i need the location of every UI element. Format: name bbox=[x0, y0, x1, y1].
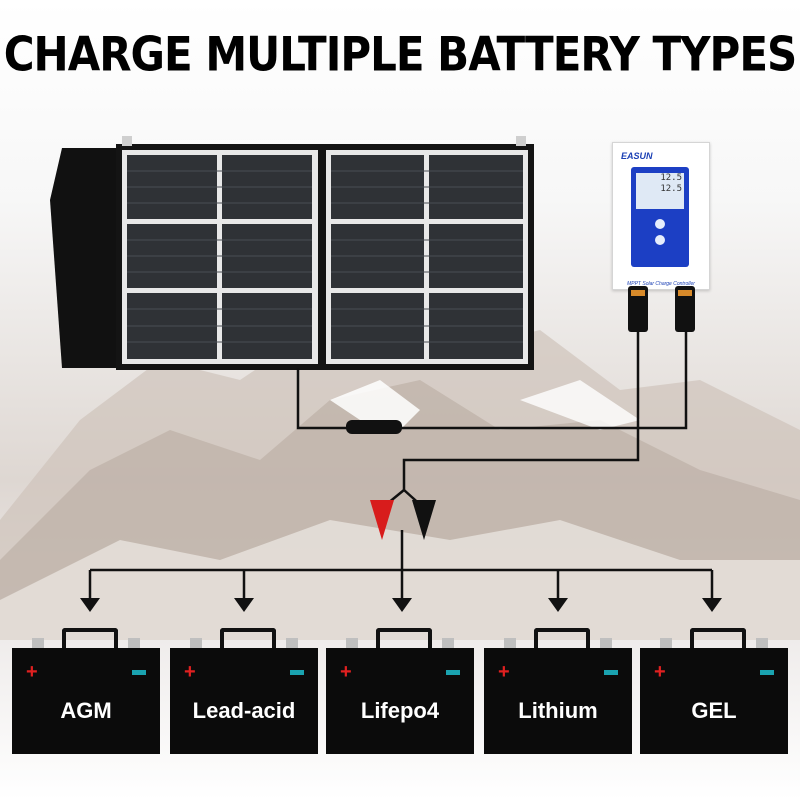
battery-label: GEL bbox=[691, 698, 737, 723]
battery-lithium: + Lithium bbox=[484, 628, 632, 754]
lcd-line1: 12.5 bbox=[660, 173, 682, 183]
battery-terminal bbox=[442, 638, 454, 648]
battery-label: Lithium bbox=[518, 698, 598, 723]
plus-icon: + bbox=[184, 661, 196, 683]
arrow-agm bbox=[80, 598, 100, 612]
plus-icon: + bbox=[654, 661, 666, 683]
battery-terminal bbox=[32, 638, 44, 648]
battery-terminal bbox=[286, 638, 298, 648]
charge-controller: EASUN 12.5 12.5 MPPT Solar Charge Contro… bbox=[612, 142, 710, 290]
battery-label: Lifepo4 bbox=[360, 698, 440, 723]
arrow-lead-acid bbox=[234, 598, 254, 612]
battery-agm: + AGM bbox=[12, 628, 160, 754]
battery-terminal bbox=[190, 638, 202, 648]
controller-model-label: MPPT Solar Charge Controller bbox=[627, 281, 695, 287]
battery-terminal bbox=[346, 638, 358, 648]
minus-icon bbox=[446, 670, 460, 675]
plus-icon: + bbox=[340, 661, 352, 683]
arrow-lithium bbox=[548, 598, 568, 612]
black-clip bbox=[412, 500, 436, 540]
mc4-connector-right bbox=[675, 286, 695, 332]
controller-button-up bbox=[655, 219, 665, 229]
red-clip bbox=[370, 500, 394, 540]
battery-label: AGM bbox=[60, 698, 112, 723]
controller-lcd: 12.5 12.5 bbox=[636, 173, 684, 209]
battery-terminal bbox=[660, 638, 672, 648]
plus-icon: + bbox=[26, 661, 38, 683]
battery-label: Lead-acid bbox=[192, 698, 296, 723]
minus-icon bbox=[760, 670, 774, 675]
battery-terminal bbox=[504, 638, 516, 648]
arrow-gel bbox=[702, 598, 722, 612]
battery-lifepo4: + Lifepo4 bbox=[326, 628, 474, 754]
battery-terminal bbox=[756, 638, 768, 648]
page-title: CHARGE MULTIPLE BATTERY TYPES bbox=[3, 27, 798, 82]
minus-icon bbox=[604, 670, 618, 675]
battery-terminal bbox=[600, 638, 612, 648]
battery-terminal bbox=[128, 638, 140, 648]
controller-button-down bbox=[655, 235, 665, 245]
arrow-lifepo4 bbox=[392, 598, 412, 612]
minus-icon bbox=[132, 670, 146, 675]
battery-gel: + GEL bbox=[640, 628, 788, 754]
controller-brand: EASUN bbox=[621, 151, 653, 161]
mc4-connector-left bbox=[628, 286, 648, 332]
plus-icon: + bbox=[498, 661, 510, 683]
minus-icon bbox=[290, 670, 304, 675]
battery-lead-acid: + Lead-acid bbox=[170, 628, 318, 754]
lcd-line2: 12.5 bbox=[660, 184, 682, 194]
controller-face: 12.5 12.5 bbox=[631, 167, 689, 267]
